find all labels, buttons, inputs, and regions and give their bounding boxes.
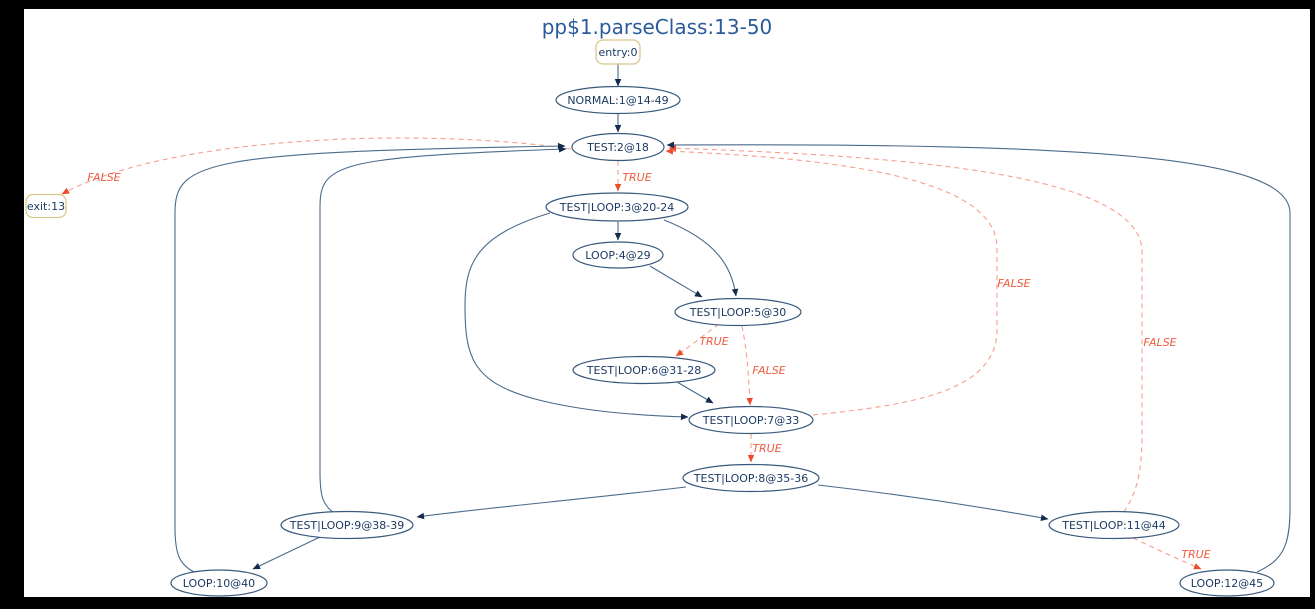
- node-n3[interactable]: TEST|LOOP:3@20-24: [545, 192, 689, 222]
- node-n9-shape: [280, 510, 414, 540]
- edge-label-n11-to-n2: FALSE: [1143, 336, 1176, 349]
- edge-n4-to-n5: [649, 265, 703, 298]
- node-n7-shape: [688, 405, 814, 435]
- node-n11[interactable]: TEST|LOOP:11@44: [1048, 510, 1180, 540]
- edge-n9-to-n2: [319, 145, 567, 514]
- node-exit-label: exit:13: [27, 200, 65, 213]
- node-n6[interactable]: TEST|LOOP:6@31-28: [572, 355, 716, 385]
- edge-n9-to-n10: [252, 536, 321, 570]
- edge-labels-layer: FALSE TRUE TRUE FALSE TRUE FALSE TRUE FALSE: [87, 171, 1210, 561]
- edge-n10-to-n2: [174, 142, 566, 574]
- node-n2-shape: [571, 132, 665, 162]
- node-n6-shape: [572, 355, 716, 385]
- node-n2[interactable]: TEST:2@18: [571, 132, 665, 162]
- node-n11-label: TEST|LOOP:11@44: [1061, 519, 1165, 532]
- node-n7[interactable]: TEST|LOOP:7@33: [688, 405, 814, 435]
- node-n5-label: TEST|LOOP:5@30: [689, 306, 786, 319]
- edge-label-n2-to-n3: TRUE: [622, 171, 651, 184]
- graph-title: pp$1.parseClass:13-50: [542, 15, 773, 39]
- edge-n5-to-n6: [675, 323, 720, 357]
- node-n4-label: LOOP:4@29: [585, 249, 650, 262]
- edge-n8-to-n9: [416, 486, 687, 520]
- node-n1-shape: [555, 85, 681, 115]
- node-n12[interactable]: LOOP:12@45: [1179, 569, 1275, 597]
- node-n3-label: TEST|LOOP:3@20-24: [559, 201, 674, 214]
- node-n5[interactable]: TEST|LOOP:5@30: [674, 297, 802, 327]
- node-n10-shape: [170, 569, 268, 597]
- node-n2-label: TEST:2@18: [586, 141, 649, 154]
- edges-layer: [61, 64, 1291, 574]
- node-exit[interactable]: exit:13: [25, 193, 67, 219]
- node-exit-shape: [25, 193, 67, 219]
- node-entry-shape: [595, 39, 641, 65]
- edge-label-n7-to-n8: TRUE: [752, 442, 781, 455]
- edge-label-n7-to-n2: FALSE: [997, 277, 1030, 290]
- node-entry[interactable]: entry:0: [595, 39, 641, 65]
- edge-n7-to-n2: [665, 148, 998, 416]
- node-n9-label: TEST|LOOP:9@38-39: [289, 519, 404, 532]
- node-n12-label: LOOP:12@45: [1191, 577, 1263, 590]
- edge-n12-to-n2: [666, 141, 1291, 573]
- edge-n11-to-n12: [1132, 537, 1202, 570]
- edge-label-n2-to-exit: FALSE: [87, 171, 120, 184]
- edge-n3-to-n5: [663, 219, 739, 297]
- edge-n11-to-n2: [668, 144, 1143, 513]
- edge-n2-to-exit: [61, 137, 572, 195]
- node-n5-shape: [674, 297, 802, 327]
- node-entry-label: entry:0: [599, 46, 638, 59]
- edge-n5-to-n7: [741, 325, 754, 406]
- edge-label-n11-to-n12: TRUE: [1181, 548, 1210, 561]
- node-n1-label: NORMAL:1@14-49: [567, 94, 668, 107]
- node-n12-shape: [1179, 569, 1275, 597]
- node-n11-shape: [1048, 510, 1180, 540]
- edge-label-n5-to-n7: FALSE: [752, 364, 785, 377]
- node-n10-label: LOOP:10@40: [183, 577, 255, 590]
- node-n1[interactable]: NORMAL:1@14-49: [555, 85, 681, 115]
- node-n8-label: TEST|LOOP:8@35-36: [693, 472, 808, 485]
- edge-label-n5-to-n6: TRUE: [699, 335, 728, 348]
- node-n4-shape: [572, 241, 664, 269]
- edge-n8-to-n11: [817, 484, 1049, 521]
- node-n4[interactable]: LOOP:4@29: [572, 241, 664, 269]
- node-n8[interactable]: TEST|LOOP:8@35-36: [682, 463, 820, 493]
- edge-n3-to-n7: [464, 212, 689, 421]
- edge-n6-to-n7: [676, 381, 714, 404]
- node-n8-shape: [682, 463, 820, 493]
- node-n9[interactable]: TEST|LOOP:9@38-39: [280, 510, 414, 540]
- node-n6-label: TEST|LOOP:6@31-28: [586, 364, 701, 377]
- node-n7-label: TEST|LOOP:7@33: [702, 414, 799, 427]
- node-n10[interactable]: LOOP:10@40: [170, 569, 268, 597]
- node-n3-shape: [545, 192, 689, 222]
